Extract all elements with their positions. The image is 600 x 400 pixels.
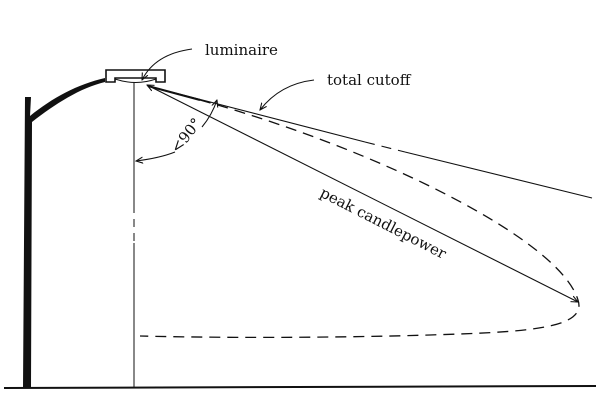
peak-candlepower-label: peak candlepower — [317, 184, 450, 264]
angle-arc-upper — [201, 100, 217, 128]
luminaire-housing — [105, 69, 166, 83]
angle-label: <90° — [167, 115, 205, 157]
total-cutoff-leader — [260, 79, 315, 110]
total-cutoff-line-dashed — [364, 141, 406, 153]
angle-arc — [136, 151, 176, 161]
ground-line — [3, 385, 597, 389]
luminaire-leader — [142, 48, 193, 80]
total-cutoff-label: total cutoff — [327, 71, 412, 89]
peak-candlepower-arrow — [147, 85, 578, 302]
luminaire-label: luminaire — [205, 41, 278, 59]
light-pole — [23, 78, 105, 388]
candlepower-curve-start — [147, 84, 201, 102]
total-cutoff-line-b — [404, 151, 593, 199]
